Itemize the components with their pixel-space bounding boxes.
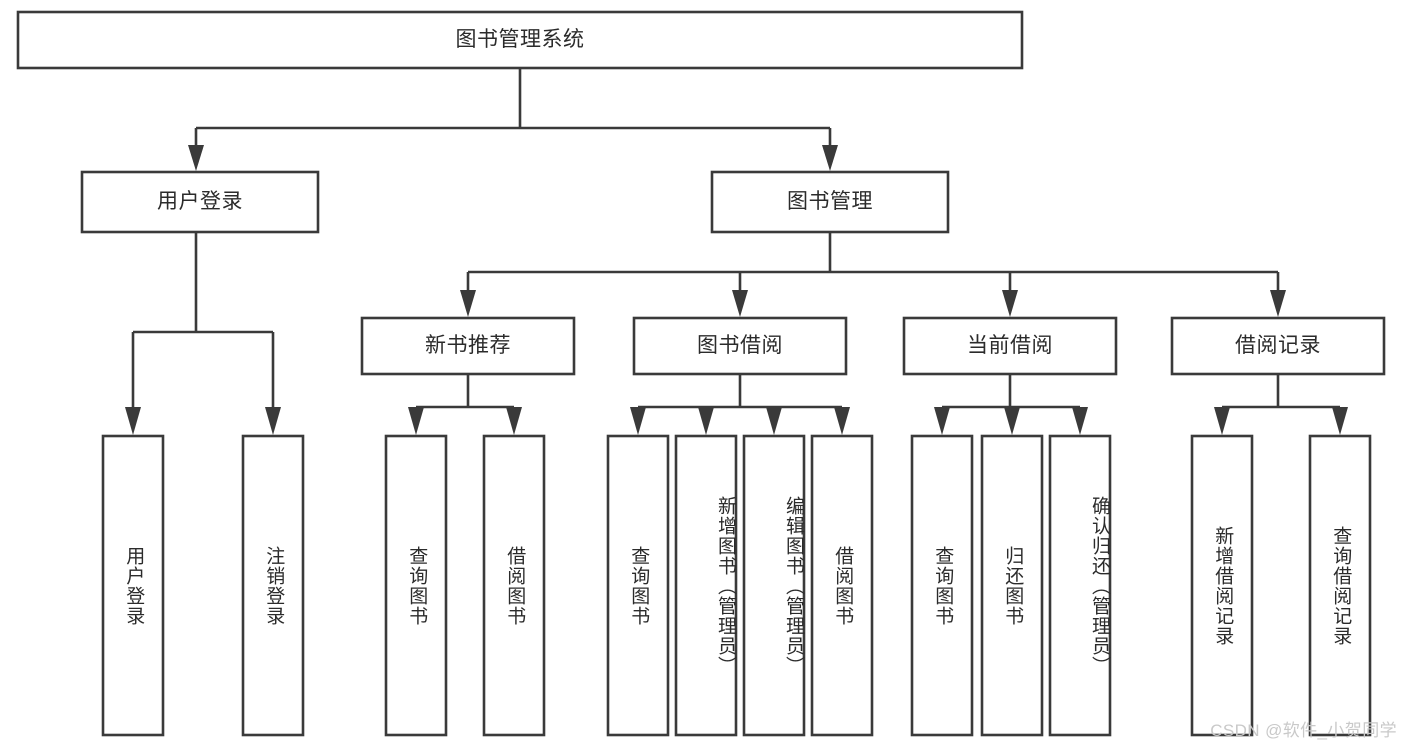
arrow-head-bookmgmt-2 — [1002, 290, 1018, 317]
node-leaf-box-4[interactable] — [606, 434, 670, 737]
connector-newbook-to-leaves — [408, 374, 522, 435]
connector-root-to-level2 — [188, 68, 838, 171]
node-level2-box-1[interactable] — [710, 170, 950, 234]
connector-userlogin-to-leaves — [125, 232, 281, 435]
arrow-head-userlogin-0 — [125, 407, 141, 435]
arrow-head-userlogin-1 — [265, 407, 281, 435]
node-leaf-box-9[interactable] — [980, 434, 1044, 737]
node-outlines — [16, 10, 1386, 737]
node-leaf-box-2[interactable] — [384, 434, 448, 737]
node-leaf-box-11[interactable] — [1190, 434, 1254, 737]
node-leaf-box-1[interactable] — [241, 434, 305, 737]
connector-records-to-leaves — [1214, 374, 1348, 435]
node-level3-box-3[interactable] — [1170, 316, 1386, 376]
arrow-head-newbook-1 — [506, 407, 522, 435]
arrow-head-current-1 — [1004, 407, 1020, 435]
node-leaf-box-10[interactable] — [1048, 434, 1112, 737]
arrow-head-current-2 — [1072, 407, 1088, 435]
node-leaf-box-3[interactable] — [482, 434, 546, 737]
node-leaf-box-7[interactable] — [810, 434, 874, 737]
connector-borrow-to-leaves — [630, 374, 850, 435]
node-leaf-box-0[interactable] — [101, 434, 165, 737]
node-root-box[interactable] — [16, 10, 1024, 70]
arrow-head-bookmgmt-0 — [460, 290, 476, 317]
arrow-head-borrow-3 — [834, 407, 850, 435]
node-leaf-box-12[interactable] — [1308, 434, 1372, 737]
connector-current-to-leaves — [934, 374, 1088, 435]
arrow-head-borrow-0 — [630, 407, 646, 435]
arrow-head-borrow-2 — [766, 407, 782, 435]
arrow-head-borrow-1 — [698, 407, 714, 435]
node-level3-box-0[interactable] — [360, 316, 576, 376]
node-leaf-box-5[interactable] — [674, 434, 738, 737]
arrow-head-records-0 — [1214, 407, 1230, 435]
node-leaf-box-8[interactable] — [910, 434, 974, 737]
arrow-head-bookmgmt-1 — [732, 290, 748, 317]
arrow-head-root-1 — [822, 145, 838, 171]
node-level2-box-0[interactable] — [80, 170, 320, 234]
connector-bookmgmt-to-level3 — [460, 232, 1286, 317]
node-level3-box-2[interactable] — [902, 316, 1118, 376]
csdn-watermark: CSDN @软件_小贺同学 — [1210, 721, 1397, 740]
node-leaf-box-6[interactable] — [742, 434, 806, 737]
arrow-head-newbook-0 — [408, 407, 424, 435]
arrow-head-records-1 — [1332, 407, 1348, 435]
arrow-head-bookmgmt-3 — [1270, 290, 1286, 317]
node-level3-box-1[interactable] — [632, 316, 848, 376]
arrow-head-root-0 — [188, 145, 204, 171]
arrow-head-current-0 — [934, 407, 950, 435]
